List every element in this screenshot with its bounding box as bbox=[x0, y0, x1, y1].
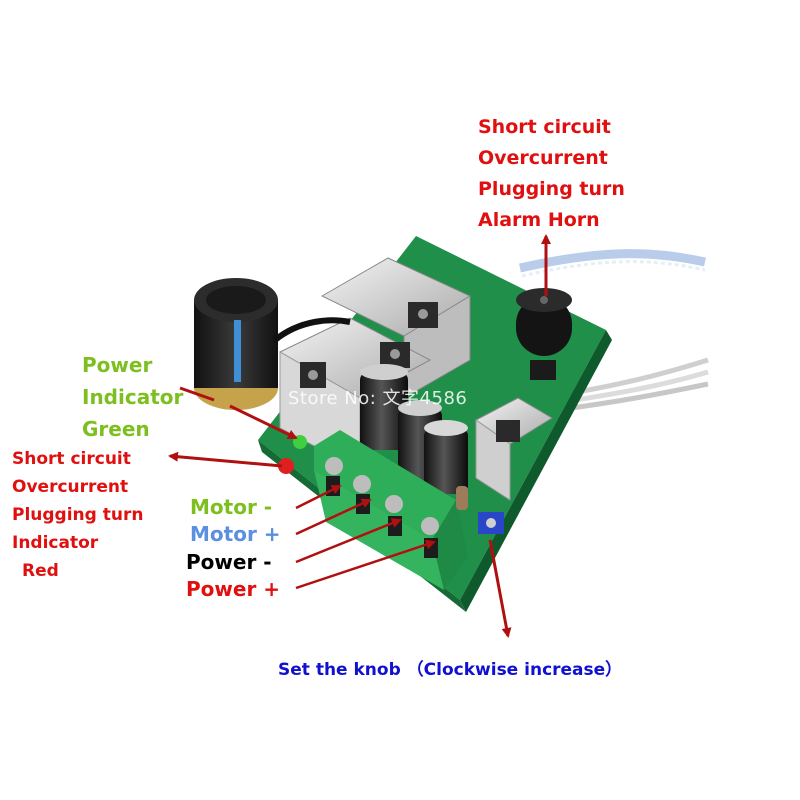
label-line: Overcurrent bbox=[12, 477, 129, 497]
annotation-arrows bbox=[168, 234, 551, 638]
fault-led-red bbox=[278, 458, 294, 474]
trim-potentiometer bbox=[456, 486, 504, 534]
label-line: Overcurrent bbox=[478, 147, 608, 169]
speed-knob bbox=[194, 278, 351, 410]
power-minus-label: Power - bbox=[186, 550, 272, 574]
label-line: Indicator bbox=[12, 533, 99, 553]
fault-indicator-label: Short circuit Overcurrent Plugging turn … bbox=[12, 445, 143, 585]
motor-minus-label: Motor - bbox=[190, 495, 273, 519]
ic-chip bbox=[530, 360, 556, 380]
mosfet bbox=[300, 302, 520, 442]
set-knob-caption: Set the knob （Clockwise increase） bbox=[278, 660, 623, 680]
power-indicator-label: Power Indicator Green bbox=[82, 349, 183, 445]
label-line: Plugging turn bbox=[478, 178, 625, 200]
alarm-buzzer bbox=[516, 288, 572, 356]
label-line: Red bbox=[22, 561, 59, 581]
label-line: Power bbox=[82, 353, 153, 377]
label-line: Green bbox=[82, 417, 150, 441]
label-line: Indicator bbox=[82, 385, 184, 409]
ribbon-cable bbox=[519, 249, 706, 278]
motor-plus-label: Motor + bbox=[190, 522, 281, 546]
capacitor bbox=[360, 364, 468, 494]
label-line: Alarm Horn bbox=[478, 209, 600, 231]
power-plus-label: Power + bbox=[186, 577, 281, 601]
label-line: Short circuit bbox=[478, 116, 611, 138]
label-line: Short circuit bbox=[12, 449, 131, 469]
alarm-horn-label: Short circuit Overcurrent Plugging turn … bbox=[478, 112, 625, 236]
store-watermark: Store No: 文字4586 bbox=[288, 388, 468, 409]
label-line: Plugging turn bbox=[12, 505, 144, 525]
